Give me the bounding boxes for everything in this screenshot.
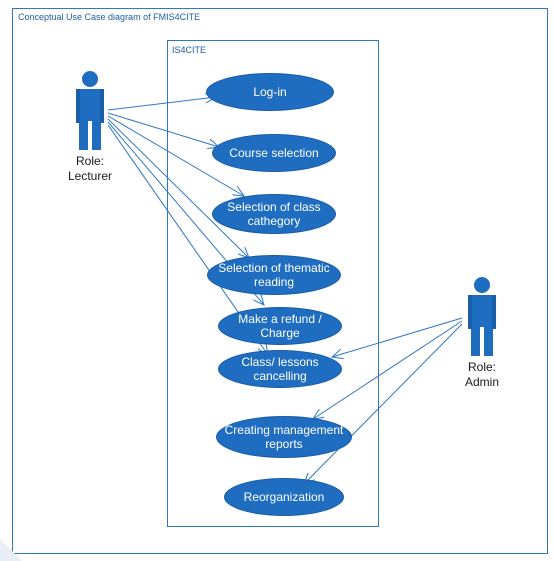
assoc-admin-cancelling [332, 317, 463, 357]
assoc-lecturer-category [107, 115, 244, 196]
usecase-login[interactable]: Log-in [206, 73, 334, 111]
usecase-thematic-reading[interactable]: Selection of thematic reading [207, 255, 341, 295]
usecase-course-selection[interactable]: Course selection [212, 134, 336, 172]
assoc-admin-reorganization [304, 323, 463, 484]
system-boundary [167, 40, 379, 527]
assoc-lecturer-login [107, 97, 216, 111]
usecase-refund-charge[interactable]: Make a refund / Charge [218, 307, 342, 345]
system-name: IS4CITE [172, 45, 207, 55]
actor-admin-label: Role: Admin [452, 360, 512, 390]
diagram-title: Conceptual Use Case diagram of FMIS4CITE [18, 12, 201, 22]
usecase-lessons-cancelling[interactable]: Class/ lessons cancelling [218, 350, 342, 388]
person-icon [76, 71, 104, 150]
assoc-lecturer-course [107, 112, 219, 147]
usecase-management-reports[interactable]: Creating management reports [216, 416, 352, 458]
assoc-admin-reports [313, 320, 463, 419]
actor-lecturer-name: Lecturer [67, 169, 113, 183]
person-icon [468, 277, 496, 356]
actor-lecturer-label: Role: Lecturer [60, 154, 120, 184]
actor-admin-role: Role: [467, 360, 496, 374]
actor-lecturer-role: Role: [75, 154, 104, 168]
assoc-lecturer-thematic [107, 118, 249, 258]
page-corner-shadow [0, 539, 22, 561]
actor-admin-name: Admin [464, 375, 499, 389]
usecase-reorganization[interactable]: Reorganization [224, 478, 344, 516]
usecase-class-category[interactable]: Selection of class cathegory [212, 194, 336, 234]
